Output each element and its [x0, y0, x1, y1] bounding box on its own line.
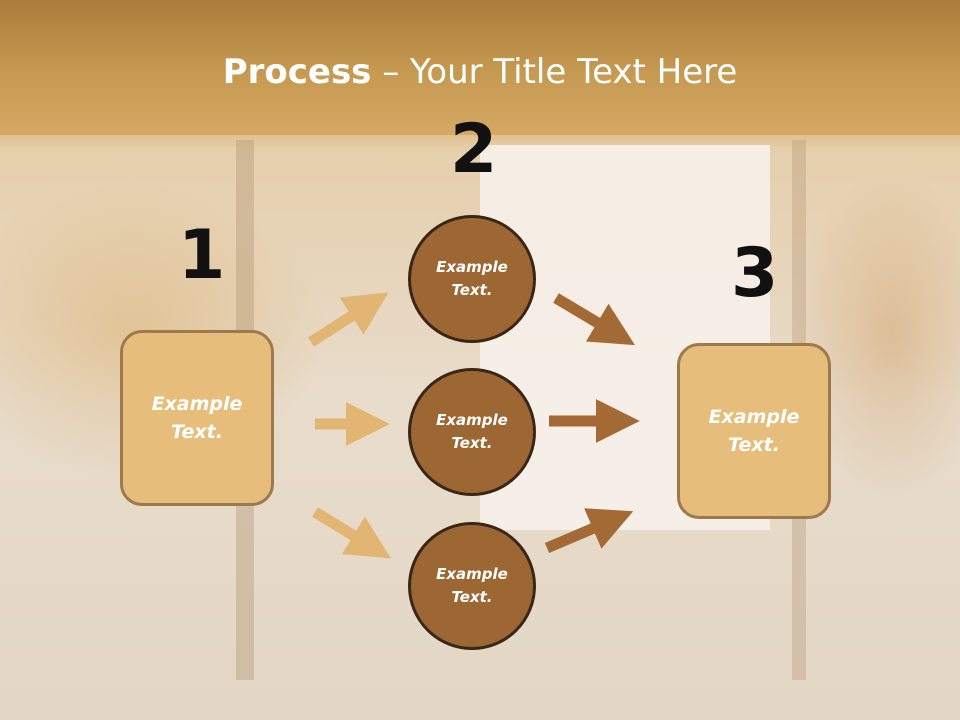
step-1-box[interactable]: Example Text.: [120, 330, 274, 506]
circle-middle-text: Example Text.: [436, 410, 508, 452]
circle-top-text: Example Text.: [436, 257, 508, 299]
step-3-box[interactable]: Example Text.: [677, 343, 831, 519]
title-rest: – Your Title Text Here: [371, 52, 738, 92]
step-number-3: 3: [731, 234, 779, 313]
title-band: [0, 0, 960, 135]
circle-bottom-text: Example Text.: [436, 564, 508, 606]
step-number-1: 1: [178, 216, 226, 295]
slide-title: Process – Your Title Text Here: [0, 52, 960, 92]
arrow-bottom-to-3: [544, 508, 634, 554]
title-bold: Process: [222, 52, 372, 92]
step-2-circle-bottom[interactable]: Example Text.: [408, 522, 536, 650]
step-1-box-text: Example Text.: [151, 392, 243, 444]
arrow-1-to-top: [308, 292, 389, 347]
step-3-box-text: Example Text.: [708, 405, 800, 457]
arrow-top-to-3: [553, 293, 636, 346]
step-2-circle-top[interactable]: Example Text.: [408, 215, 536, 343]
arrow-1-to-bottom: [312, 507, 391, 559]
step-2-circle-middle[interactable]: Example Text.: [408, 368, 536, 496]
step-number-2: 2: [450, 110, 498, 189]
